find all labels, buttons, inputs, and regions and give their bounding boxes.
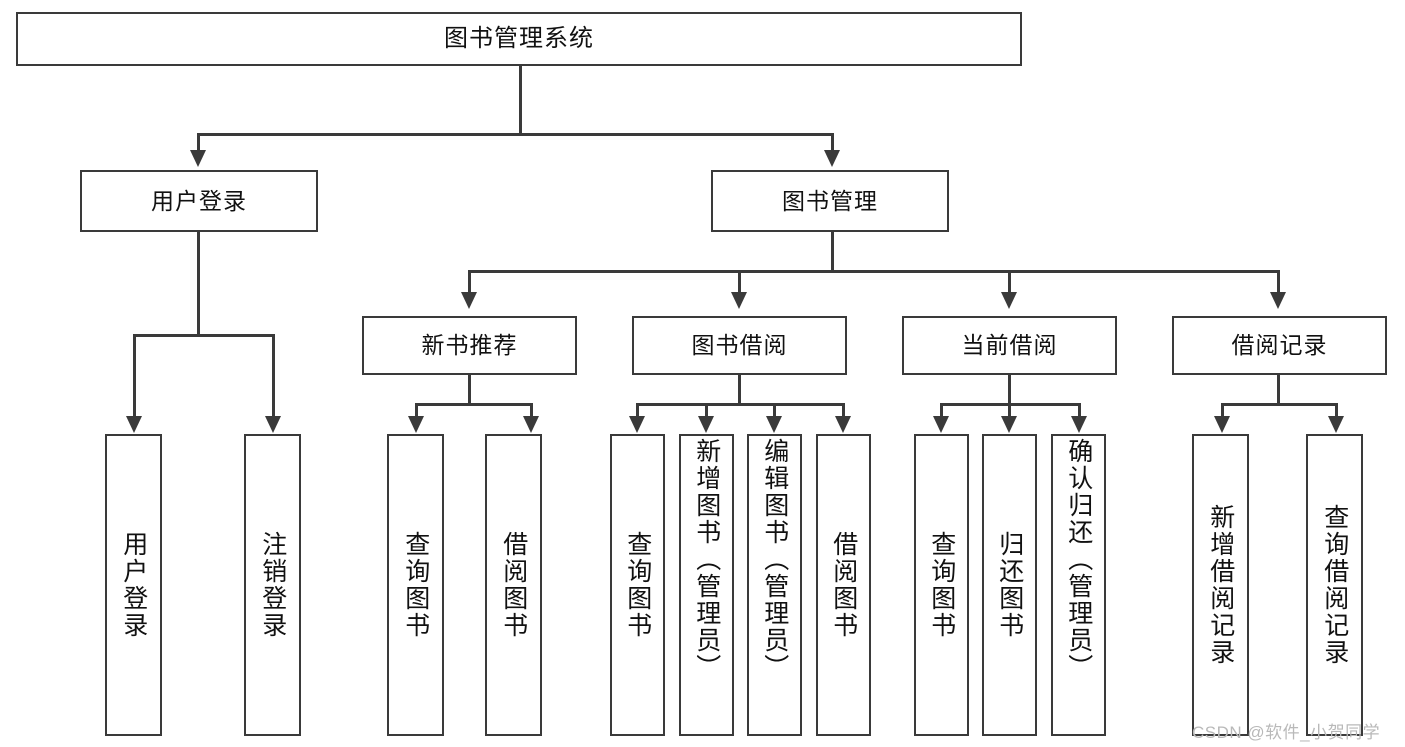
node-book-manage[interactable]: 图书管理 <box>711 170 949 232</box>
arrowhead-leaf-borrow-book-1 <box>523 416 539 433</box>
node-borrow-record-label: 借阅记录 <box>1231 332 1328 359</box>
connector-book-manage-drop <box>831 232 834 272</box>
connector-bb-4 <box>842 403 845 417</box>
arrowhead-current-borrow <box>1001 292 1017 309</box>
leaf-query-record[interactable]: 查询借阅记录 <box>1306 434 1363 736</box>
connector-borrow-record-bus <box>1221 403 1338 406</box>
leaf-borrow-book-1[interactable]: 借阅图书 <box>485 434 542 736</box>
leaf-add-book-label: 新增图书（管理员） <box>692 438 721 681</box>
leaf-query-book-3-label: 查询图书 <box>927 531 956 639</box>
node-book-borrow[interactable]: 图书借阅 <box>632 316 847 375</box>
connector-bb-1 <box>636 403 639 417</box>
arrowhead-user-login <box>190 150 206 167</box>
leaf-borrow-book-2[interactable]: 借阅图书 <box>816 434 871 736</box>
arrowhead-leaf-return-book <box>1001 416 1017 433</box>
node-root[interactable]: 图书管理系统 <box>16 12 1022 66</box>
connector-br-right <box>1335 403 1338 417</box>
arrowhead-borrow-record <box>1270 292 1286 309</box>
connector-to-book-borrow <box>738 270 741 294</box>
connector-bb-2 <box>705 403 708 417</box>
connector-level2-bus <box>468 270 1280 273</box>
node-book-manage-label: 图书管理 <box>782 187 878 214</box>
leaf-return-book-label: 归还图书 <box>995 531 1024 639</box>
node-current-borrow-label: 当前借阅 <box>961 332 1058 359</box>
leaf-add-record-label: 新增借阅记录 <box>1206 504 1235 666</box>
node-user-login-label: 用户登录 <box>151 187 247 214</box>
connector-user-login-left <box>133 334 136 418</box>
leaf-return-book[interactable]: 归还图书 <box>982 434 1037 736</box>
connector-cb-3 <box>1078 403 1081 417</box>
arrowhead-leaf-edit-book <box>766 416 782 433</box>
connector-level1-bus <box>197 133 834 136</box>
leaf-edit-book-label: 编辑图书（管理员） <box>760 438 789 681</box>
node-current-borrow[interactable]: 当前借阅 <box>902 316 1117 375</box>
arrowhead-new-book-rec <box>461 292 477 309</box>
arrowhead-leaf-borrow-book-2 <box>835 416 851 433</box>
leaf-query-book-2-label: 查询图书 <box>623 531 652 639</box>
leaf-edit-book[interactable]: 编辑图书（管理员） <box>747 434 802 736</box>
arrowhead-book-manage <box>824 150 840 167</box>
connector-current-borrow-drop <box>1008 375 1011 405</box>
connector-new-book-rec-bus <box>415 403 533 406</box>
leaf-user-login[interactable]: 用户登录 <box>105 434 162 736</box>
connector-book-borrow-bus <box>636 403 845 406</box>
connector-cb-2 <box>1008 403 1011 417</box>
connector-br-left <box>1221 403 1224 417</box>
leaf-user-login-label: 用户登录 <box>119 531 148 639</box>
leaf-confirm-return-label: 确认归还（管理员） <box>1064 438 1093 681</box>
connector-user-login-drop <box>197 232 200 336</box>
connector-to-new-book-rec <box>468 270 471 294</box>
leaf-logout[interactable]: 注销登录 <box>244 434 301 736</box>
node-user-login[interactable]: 用户登录 <box>80 170 318 232</box>
connector-bb-3 <box>773 403 776 417</box>
connector-root-drop <box>519 65 522 135</box>
node-new-book-recommend[interactable]: 新书推荐 <box>362 316 577 375</box>
node-new-book-recommend-label: 新书推荐 <box>421 332 518 359</box>
leaf-logout-label: 注销登录 <box>258 531 287 639</box>
leaf-query-record-label: 查询借阅记录 <box>1320 504 1349 666</box>
node-root-label: 图书管理系统 <box>444 25 594 53</box>
leaf-query-book-3[interactable]: 查询图书 <box>914 434 969 736</box>
leaf-query-book-1-label: 查询图书 <box>401 531 430 639</box>
leaf-add-book[interactable]: 新增图书（管理员） <box>679 434 734 736</box>
connector-user-login-right <box>272 334 275 418</box>
connector-borrow-record-drop <box>1277 375 1280 405</box>
leaf-borrow-book-2-label: 借阅图书 <box>829 531 858 639</box>
connector-to-user-login <box>197 133 200 155</box>
arrowhead-leaf-add-book <box>698 416 714 433</box>
connector-cb-1 <box>940 403 943 417</box>
arrowhead-leaf-query-book-2 <box>629 416 645 433</box>
node-borrow-record[interactable]: 借阅记录 <box>1172 316 1387 375</box>
connector-nbr-left <box>415 403 418 417</box>
leaf-borrow-book-1-label: 借阅图书 <box>499 531 528 639</box>
connector-to-book-manage <box>831 133 834 155</box>
leaf-query-book-1[interactable]: 查询图书 <box>387 434 444 736</box>
connector-book-borrow-drop <box>738 375 741 405</box>
arrowhead-leaf-add-record <box>1214 416 1230 433</box>
connector-to-current-borrow <box>1008 270 1011 294</box>
connector-nbr-right <box>530 403 533 417</box>
arrowhead-book-borrow <box>731 292 747 309</box>
connector-new-book-rec-drop <box>468 375 471 405</box>
arrowhead-leaf-query-book-1 <box>408 416 424 433</box>
node-book-borrow-label: 图书借阅 <box>691 332 788 359</box>
arrowhead-leaf-confirm-return <box>1071 416 1087 433</box>
arrowhead-leaf-query-book-3 <box>933 416 949 433</box>
arrowhead-leaf-query-record <box>1328 416 1344 433</box>
leaf-confirm-return[interactable]: 确认归还（管理员） <box>1051 434 1106 736</box>
leaf-query-book-2[interactable]: 查询图书 <box>610 434 665 736</box>
connector-to-borrow-record <box>1277 270 1280 294</box>
arrowhead-leaf-logout <box>265 416 281 433</box>
leaf-add-record[interactable]: 新增借阅记录 <box>1192 434 1249 736</box>
connector-user-login-bus <box>133 334 275 337</box>
arrowhead-leaf-user-login <box>126 416 142 433</box>
